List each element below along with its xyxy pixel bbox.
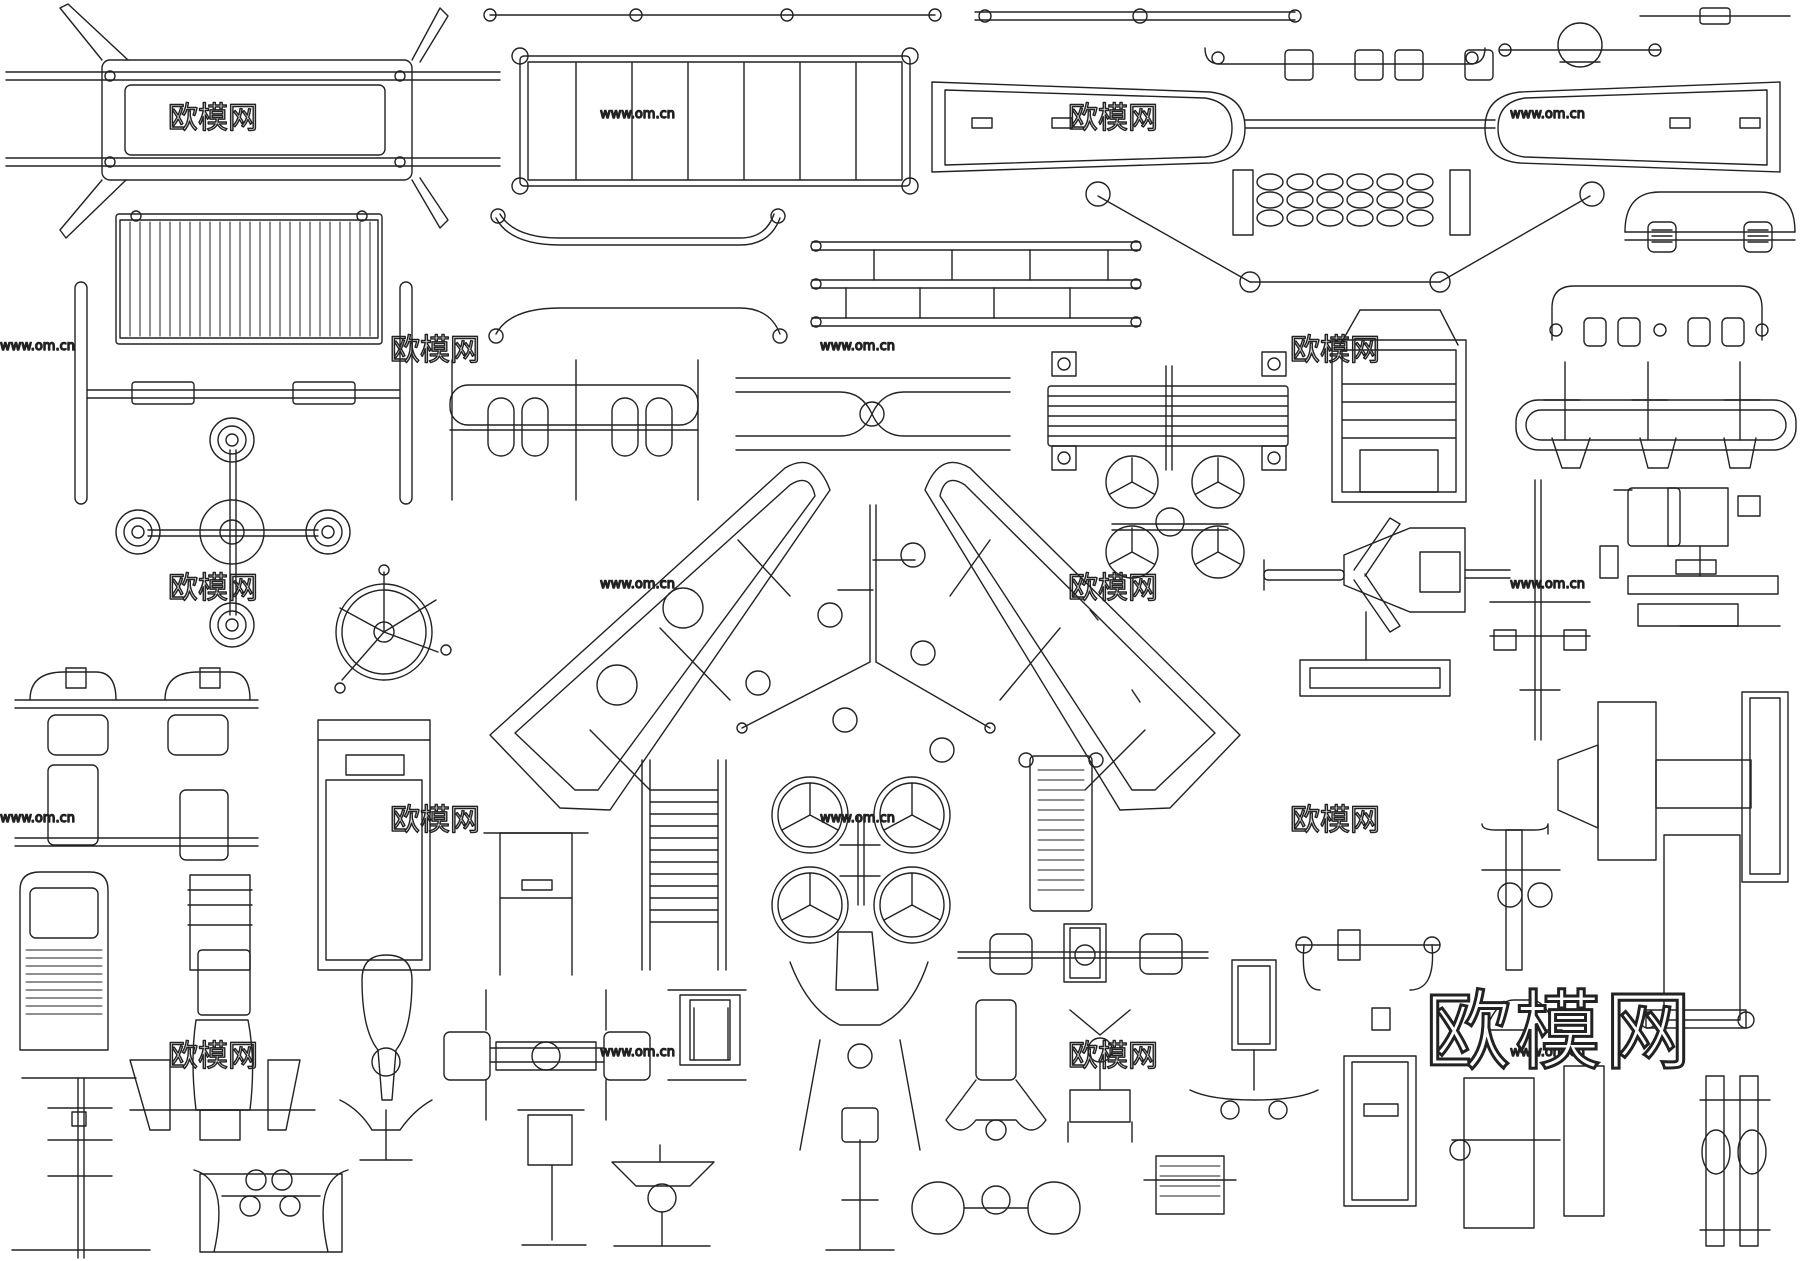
twin-pull-bar xyxy=(736,378,1010,450)
dual-column-machine xyxy=(1700,1076,1770,1246)
sit-up-boards xyxy=(932,48,1780,172)
ribbed-bench xyxy=(75,211,412,504)
rail-handles xyxy=(450,360,698,500)
rowing-machine xyxy=(946,1000,1046,1140)
ribbed-incline-board xyxy=(1019,753,1103,911)
bench-press-small xyxy=(1144,1156,1236,1214)
watermark-layer: 欧模网 欧模网 www.om.cn www.om.cn 欧模网 欧模网 www.… xyxy=(0,100,1586,1074)
parallel-push-frame xyxy=(484,833,588,975)
watermark-url: www.om.cn xyxy=(1510,577,1585,592)
curved-handle-bar xyxy=(489,308,787,343)
watermark-url: www.om.cn xyxy=(600,107,675,122)
v-bar-chain xyxy=(1086,182,1604,292)
rotating-disc-pair xyxy=(912,1182,1080,1234)
treadmill xyxy=(318,720,430,970)
roller-massager xyxy=(1233,170,1470,235)
pulley-bar xyxy=(1499,23,1661,67)
watermark-text: 欧模网 xyxy=(390,803,480,838)
upright-bike xyxy=(790,932,928,1250)
quad-steering-wheels xyxy=(772,777,950,943)
leg-press-seat-upper xyxy=(1600,488,1780,626)
chest-press-machine-upper xyxy=(1264,518,1510,696)
stepper-stand xyxy=(1068,1010,1132,1142)
pull-down-station xyxy=(1296,930,1440,1030)
watermark-text: 欧模网 xyxy=(1290,803,1380,838)
elliptical-trainer xyxy=(340,955,432,1160)
vertical-pole-crossbars xyxy=(1490,480,1590,740)
watermark-text: 欧模网 xyxy=(1068,101,1158,136)
triple-seat-station xyxy=(1516,286,1796,468)
multi-gym-tower xyxy=(1344,1056,1604,1228)
watermark-text: 欧模网 xyxy=(1068,1039,1158,1074)
tai-chi-wheel xyxy=(335,565,451,693)
step-ladder-horizontal xyxy=(811,241,1141,327)
back-stretcher xyxy=(1332,310,1466,502)
stationary-bike xyxy=(1482,824,1562,1030)
recumbent-board xyxy=(20,872,108,1050)
seated-leg-extension xyxy=(668,990,746,1080)
roller-rack-bottom xyxy=(194,1170,348,1252)
watermark-url: www.om.cn xyxy=(1510,107,1585,122)
watermark-url: www.om.cn xyxy=(0,811,75,826)
watermark-url: www.om.cn xyxy=(1510,1045,1585,1060)
watermark-text: 欧模网 xyxy=(1068,571,1158,606)
twister-plate xyxy=(612,1145,714,1246)
wall-bars xyxy=(642,760,726,970)
watermark-text: 欧模网 xyxy=(168,101,258,136)
brand-watermark: 欧模网 xyxy=(1424,981,1695,1084)
quad-hand-wheel xyxy=(1106,456,1244,578)
watermark-url: www.om.cn xyxy=(0,339,75,354)
stool-frame xyxy=(518,1110,586,1245)
bench-with-posts xyxy=(1048,352,1288,470)
seated-chest-press xyxy=(444,990,650,1120)
watermark-text: 欧模网 xyxy=(168,1039,258,1074)
weight-bench-stack xyxy=(130,875,315,1140)
stepping-frame xyxy=(12,1078,150,1258)
watermark-text: 欧模网 xyxy=(390,333,480,368)
watermark-url: www.om.cn xyxy=(820,339,895,354)
cable-station xyxy=(1190,960,1318,1119)
dual-arm-pushbar xyxy=(958,924,1208,982)
watermark-url: www.om.cn xyxy=(600,1045,675,1060)
twin-pedal-unit xyxy=(1625,192,1795,252)
x-frame-bench xyxy=(6,4,500,238)
watermark-text: 欧模网 xyxy=(168,571,258,606)
leg-press-machine xyxy=(1558,692,1788,1028)
dual-seated-row-machine xyxy=(15,668,258,860)
hanging-ball-tree xyxy=(737,505,995,762)
parallel-rods xyxy=(975,8,1790,24)
incline-sit-up-board-left xyxy=(490,462,830,810)
incline-sit-up-board-right xyxy=(925,462,1240,810)
watermark-url: www.om.cn xyxy=(600,577,675,592)
cross-disc-rotator xyxy=(116,418,350,647)
horizontal-ladder xyxy=(484,9,941,245)
